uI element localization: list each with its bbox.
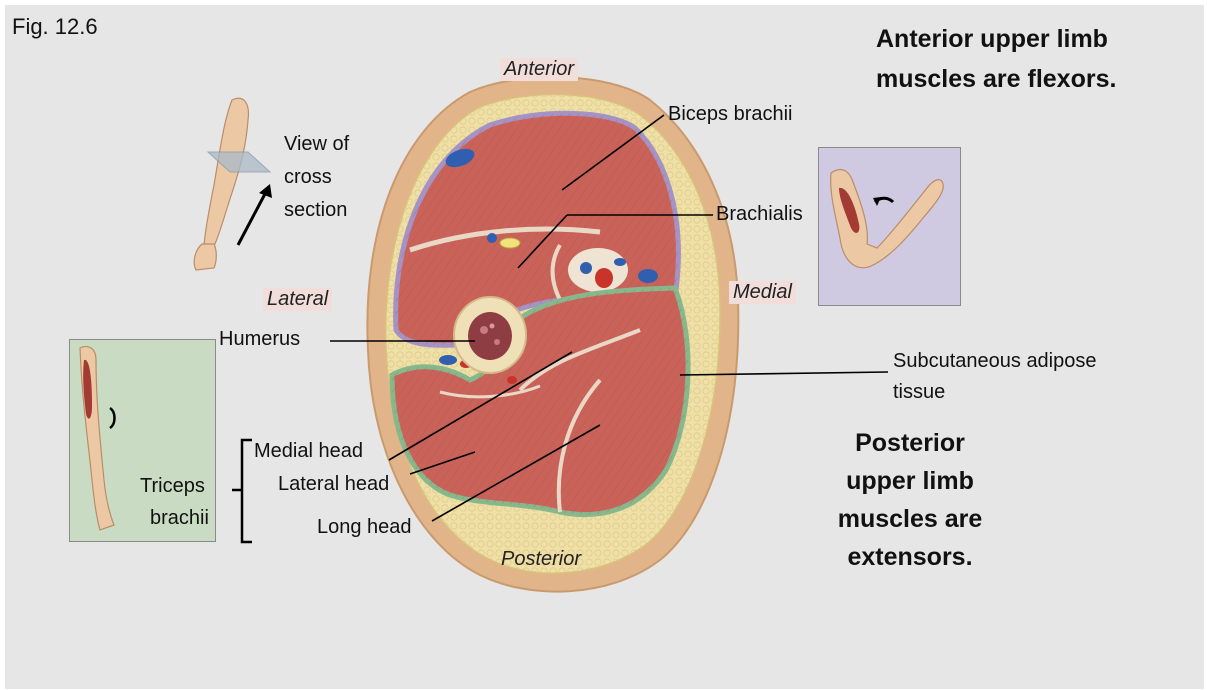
biceps-brachii-label: Biceps brachii [668,103,793,126]
posterior-note-line2: upper limb [800,466,1020,497]
subcutaneous-label-line2: tissue [893,381,945,404]
view-label-line3: section [284,199,347,222]
posterior-note-line4: extensors. [800,542,1020,573]
triceps-label-line2: brachii [150,507,209,530]
arm-thumbnail [194,98,270,270]
posterior-note-line1: Posterior [800,428,1020,459]
anterior-note-line2: muscles are flexors. [876,64,1116,95]
triceps-bracket [232,440,252,542]
figure-label: Fig. 12.6 [12,14,98,39]
flexed-arm-illustration [819,148,960,305]
view-arrow-icon [238,184,272,245]
long-head-label: Long head [317,516,412,539]
triceps-label-line1: Triceps [140,475,205,498]
view-label-line1: View of [284,133,349,156]
subcutaneous-label-line1: Subcutaneous adipose [893,350,1097,373]
posterior-note-line3: muscles are [800,504,1020,535]
medial-label: Medial [729,281,796,304]
lateral-label: Lateral [263,288,332,311]
anterior-note-line1: Anterior upper limb [876,24,1108,55]
humerus-bone [454,297,526,373]
view-label-line2: cross [284,166,332,189]
humerus-label: Humerus [219,328,300,351]
brachialis-label: Brachialis [716,203,803,226]
posterior-label: Posterior [501,548,581,571]
medial-head-label: Medial head [254,440,363,463]
lateral-head-label: Lateral head [278,473,389,496]
anterior-label: Anterior [500,58,578,81]
flexion-inset [818,147,961,306]
